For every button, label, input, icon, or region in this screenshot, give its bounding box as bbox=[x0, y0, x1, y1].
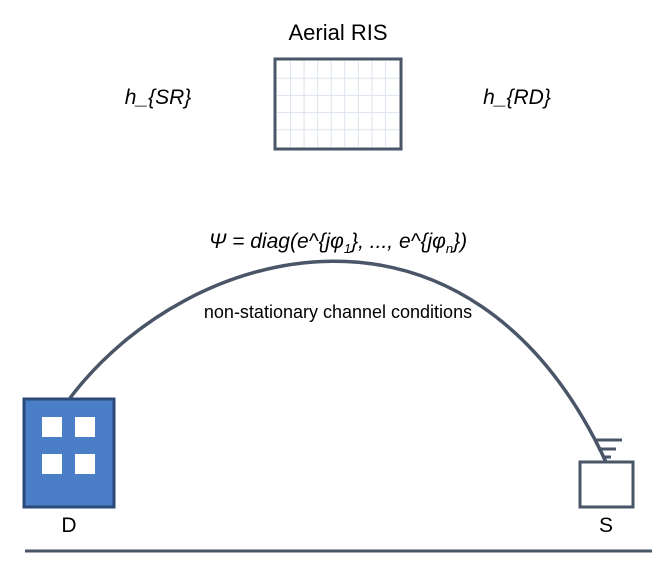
signal-arc bbox=[68, 259, 608, 463]
phase-sub-n: n bbox=[446, 241, 453, 256]
channel-label-rd: h_{RD} bbox=[483, 86, 551, 109]
building-window bbox=[42, 417, 62, 437]
channel-label-sr: h_{SR} bbox=[125, 86, 192, 109]
ris-panel bbox=[273, 57, 403, 151]
phase-suffix: }) bbox=[451, 230, 467, 253]
building-window bbox=[75, 417, 95, 437]
phase-sub-1: 1 bbox=[344, 241, 351, 256]
ris-element-grid bbox=[277, 61, 399, 147]
phase-matrix-label: Ψ = diag(e^{jφ1}, ..., e^{jφn}) bbox=[209, 230, 467, 256]
source-transmitter-icon bbox=[578, 438, 635, 509]
ris-panel-frame bbox=[273, 57, 403, 151]
phase-prefix: Ψ = diag(e^{jφ bbox=[209, 230, 344, 253]
channel-annotation: non-stationary channel conditions bbox=[204, 302, 472, 322]
building-window bbox=[75, 454, 95, 474]
source-label: S bbox=[599, 514, 613, 537]
destination-building-icon bbox=[22, 397, 116, 509]
building-window bbox=[42, 454, 62, 474]
ris-title: Aerial RIS bbox=[288, 20, 387, 45]
phase-middle: }, ..., e^{jφ bbox=[349, 230, 446, 253]
destination-label: D bbox=[61, 514, 76, 537]
